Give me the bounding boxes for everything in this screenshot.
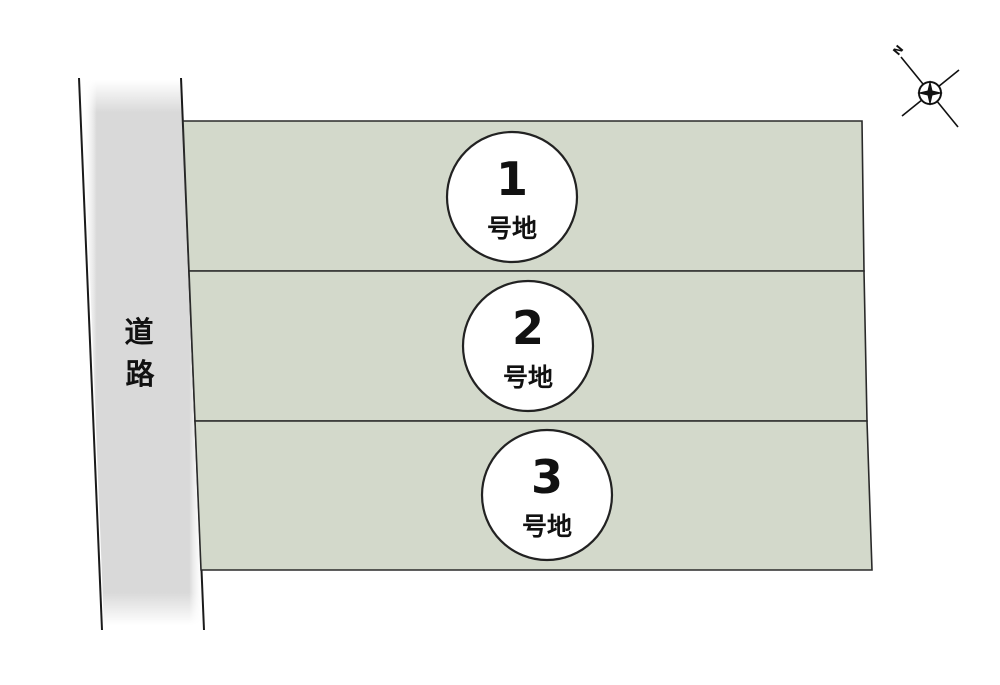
compass-north-label: N <box>890 43 906 58</box>
lot-1-badge <box>445 130 579 264</box>
lot-2-suffix: 号地 <box>503 363 553 392</box>
lot-3: 3 号地 <box>194 420 873 571</box>
lot-3-suffix: 号地 <box>522 512 572 541</box>
lot-1: 1 号地 <box>182 120 865 272</box>
lot-2-number: 2 <box>512 301 544 355</box>
road-label-char-1: 道 <box>124 315 153 349</box>
road-fade <box>82 80 204 625</box>
road-edge-left <box>78 77 103 631</box>
lot-1-number: 1 <box>496 152 528 206</box>
lot-3-number: 3 <box>531 450 563 504</box>
lot-1-suffix: 号地 <box>487 214 537 243</box>
lot-3-badge <box>480 428 614 562</box>
lot-2: 2 号地 <box>188 270 868 422</box>
lot-2-badge <box>461 279 595 413</box>
compass-rose-icon: N <box>890 43 960 128</box>
road-label-char-2: 路 <box>125 357 155 391</box>
